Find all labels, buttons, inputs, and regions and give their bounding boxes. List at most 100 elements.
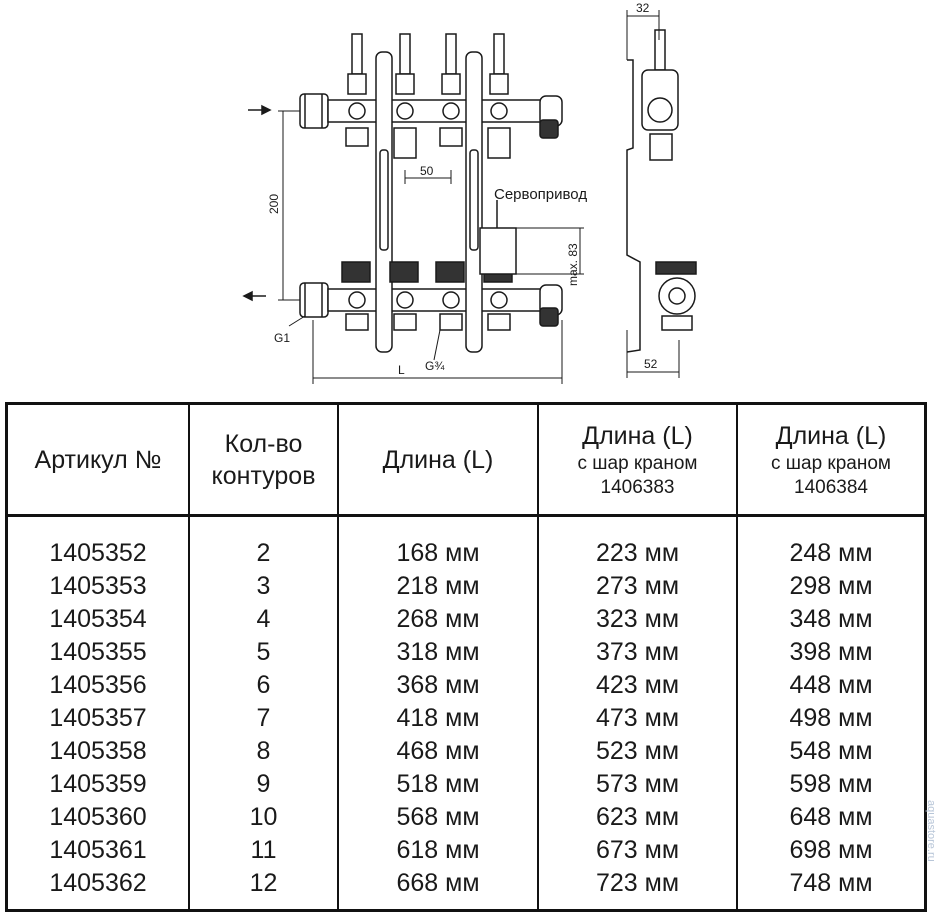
dim-52-label: 52 xyxy=(644,357,658,371)
header-circuits-line1: Кол-во xyxy=(224,429,303,458)
g34-label: G¾ xyxy=(425,359,445,373)
header-length-valve1-sub1: с шар краном xyxy=(577,452,698,474)
length-valve2-cell: 498 мм xyxy=(789,704,873,732)
length-cell: 368 мм xyxy=(396,671,480,699)
table-row: 1405356 6 368 мм 423 мм 448 мм xyxy=(8,669,924,702)
column-divider xyxy=(736,405,738,909)
article-cell: 1405352 xyxy=(49,539,147,567)
return-manifold-bar xyxy=(299,282,563,318)
inlet-arrow-icon xyxy=(248,104,272,116)
table-header: Артикул № Кол-во контуров Длина (L) Длин… xyxy=(8,405,924,517)
table-row: 1405353 3 218 мм 273 мм 298 мм xyxy=(8,570,924,603)
header-length-valve-1406384: Длина (L) с шар краном 1406384 xyxy=(738,405,924,514)
length-valve2-cell: 298 мм xyxy=(789,572,873,600)
article-cell: 1405354 xyxy=(49,605,147,633)
servo-actuator xyxy=(479,227,517,275)
article-cell: 1405361 xyxy=(49,836,147,864)
length-cell: 418 мм xyxy=(396,704,480,732)
length-cell: 568 мм xyxy=(396,803,480,831)
column-divider xyxy=(537,405,539,909)
drain-cap-bottom xyxy=(539,307,559,327)
length-cell: 318 мм xyxy=(396,638,480,666)
drain-cap-top xyxy=(539,119,559,139)
header-circuits-line2: контуров xyxy=(211,461,316,490)
length-valve1-cell: 523 мм xyxy=(595,737,680,765)
circuits-cell: 8 xyxy=(256,737,271,765)
length-valve2-cell: 548 мм xyxy=(789,737,873,765)
length-cell: 518 мм xyxy=(396,770,480,798)
dim-L-label: L xyxy=(398,363,405,377)
length-valve1-cell: 623 мм xyxy=(595,803,680,831)
supply-valves xyxy=(345,102,511,159)
article-cell: 1405360 xyxy=(49,803,147,831)
article-cell: 1405362 xyxy=(49,869,147,897)
header-length-valve2-sub1: с шар краном xyxy=(770,452,891,474)
max83-label: max. 83 xyxy=(566,243,580,286)
length-valve2-cell: 698 мм xyxy=(789,836,873,864)
dim-50-label: 50 xyxy=(420,164,434,178)
circuits-cell: 12 xyxy=(249,869,278,897)
length-valve2-cell: 598 мм xyxy=(789,770,873,798)
circuits-cell: 9 xyxy=(256,770,271,798)
article-cell: 1405353 xyxy=(49,572,147,600)
column-divider xyxy=(188,405,190,909)
circuits-cell: 7 xyxy=(256,704,271,732)
length-valve2-cell: 748 мм xyxy=(789,869,873,897)
length-valve1-cell: 273 мм xyxy=(595,572,680,600)
header-length-valve1-title: Длина (L) xyxy=(582,421,693,450)
header-article-label: Артикул № xyxy=(34,445,162,474)
table-row: 1405360 10 568 мм 623 мм 648 мм xyxy=(8,801,924,834)
header-length: Длина (L) xyxy=(339,405,537,514)
column-divider xyxy=(337,405,339,909)
circuits-cell: 11 xyxy=(250,836,277,864)
length-valve1-cell: 423 мм xyxy=(595,671,680,699)
dim-200-label: 200 xyxy=(267,194,281,214)
length-valve1-cell: 573 мм xyxy=(595,770,680,798)
length-valve1-cell: 473 мм xyxy=(595,704,680,732)
length-cell: 268 мм xyxy=(396,605,480,633)
servo-label: Сервопривод xyxy=(494,186,587,203)
length-cell: 618 мм xyxy=(396,836,480,864)
length-valve1-cell: 323 мм xyxy=(595,605,680,633)
circuits-cell: 10 xyxy=(249,803,278,831)
header-circuits: Кол-во контуров xyxy=(190,405,337,514)
side-view xyxy=(626,29,697,353)
length-cell: 168 мм xyxy=(396,539,480,567)
length-valve1-cell: 373 мм xyxy=(595,638,680,666)
watermark: aquastore.ru xyxy=(925,800,937,862)
article-cell: 1405355 xyxy=(49,638,147,666)
length-valve2-cell: 398 мм xyxy=(789,638,873,666)
circuits-cell: 3 xyxy=(256,572,271,600)
outlet-arrow-icon xyxy=(242,290,266,302)
flow-meters xyxy=(347,33,509,95)
dim-32-label: 32 xyxy=(636,1,650,15)
length-cell: 218 мм xyxy=(396,572,480,600)
table-row: 1405359 9 518 мм 573 мм 598 мм xyxy=(8,768,924,801)
circuits-cell: 4 xyxy=(256,605,271,633)
length-cell: 468 мм xyxy=(396,737,480,765)
header-length-label: Длина (L) xyxy=(382,445,494,474)
specifications-table: Артикул № Кол-во контуров Длина (L) Длин… xyxy=(5,402,927,912)
circuits-cell: 2 xyxy=(256,539,271,567)
length-valve2-cell: 648 мм xyxy=(789,803,873,831)
supply-manifold-bar xyxy=(299,93,563,129)
mounting-bracket xyxy=(375,51,483,353)
header-length-valve-1406383: Длина (L) с шар краном 1406383 xyxy=(539,405,736,514)
header-length-valve2-title: Длина (L) xyxy=(775,421,887,450)
return-valves xyxy=(341,261,513,331)
header-article: Артикул № xyxy=(8,405,188,514)
manifold-drawing: 32 200 50 Сервопривод max. 83 G1 G¾ L 52 xyxy=(242,1,697,384)
circuits-cell: 5 xyxy=(256,638,271,666)
circuits-cell: 6 xyxy=(256,671,271,699)
length-valve2-cell: 448 мм xyxy=(789,671,873,699)
article-cell: 1405356 xyxy=(49,671,147,699)
article-cell: 1405359 xyxy=(49,770,147,798)
length-valve1-cell: 723 мм xyxy=(595,869,680,897)
